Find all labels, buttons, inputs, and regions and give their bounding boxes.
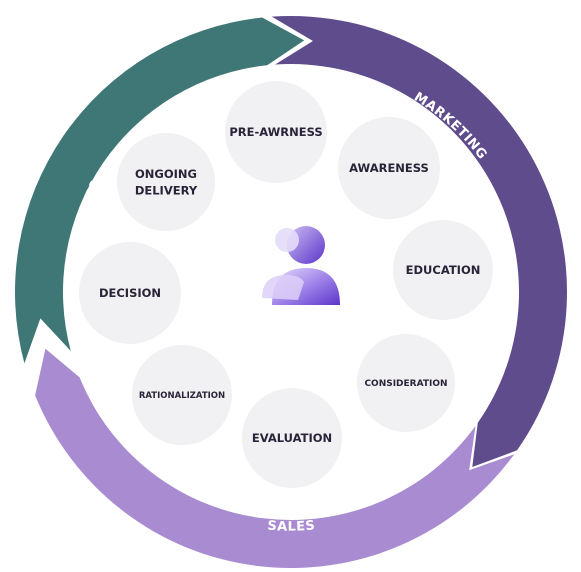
stage-consideration: CONSIDERATION — [357, 334, 455, 432]
stage-decision: DECISION — [79, 242, 181, 344]
stage-label: RATIONALIZATION — [139, 391, 225, 401]
arc-sales — [35, 348, 515, 569]
stage-circle — [338, 117, 440, 219]
stage-circle — [79, 242, 181, 344]
stage-label: PRE-AWRNESS — [229, 125, 322, 139]
customer-icon-body-back — [262, 275, 304, 300]
stage-label: ONGOING — [135, 167, 197, 181]
stage-education: EDUCATION — [393, 220, 493, 320]
arc-marketing — [271, 16, 567, 468]
customer-icon — [262, 226, 340, 305]
stage-label: AWARENESS — [349, 161, 429, 175]
stage-circle — [393, 220, 493, 320]
stage-circle — [225, 81, 327, 183]
arc-services — [14, 17, 305, 364]
stage-pre-awareness: PRE-AWRNESS — [225, 81, 327, 183]
stage-awareness: AWARENESS — [338, 117, 440, 219]
customer-icon-head-back — [275, 228, 299, 252]
arc-label-sales: SALES — [267, 518, 316, 534]
stage-circle — [117, 133, 215, 231]
stage-label: EVALUATION — [252, 431, 332, 445]
stage-label: DECISION — [99, 286, 161, 300]
stage-circle — [242, 388, 342, 488]
stage-label: CONSIDERATION — [364, 379, 447, 389]
stage-ongoing-delivery: ONGOING DELIVERY — [117, 133, 215, 231]
stage-circle — [357, 334, 455, 432]
stage-circle — [132, 345, 232, 445]
stage-rationalization: RATIONALIZATION — [132, 345, 232, 445]
stage-evaluation: EVALUATION — [242, 388, 342, 488]
stage-label: DELIVERY — [135, 183, 198, 197]
stage-label: EDUCATION — [406, 263, 481, 277]
